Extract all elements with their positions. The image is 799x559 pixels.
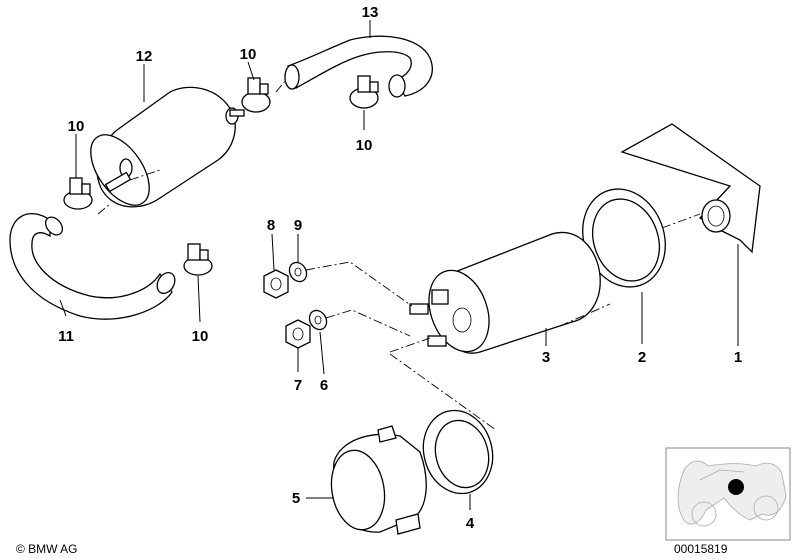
label-4: 4	[466, 515, 475, 532]
label-6: 6	[320, 377, 328, 394]
label-1: 1	[734, 349, 742, 366]
label-10-right: 10	[356, 137, 373, 154]
label-10-bottom: 10	[192, 328, 209, 345]
label-8: 8	[267, 217, 275, 234]
nut-7	[285, 319, 311, 349]
hose-clamp-10-top	[241, 77, 271, 113]
diagram-id: 00015819	[674, 542, 728, 556]
label-11: 11	[58, 328, 74, 345]
rubber-ring-2	[582, 188, 666, 288]
ring-4	[422, 409, 494, 495]
label-5: 5	[292, 490, 300, 507]
label-3: 3	[542, 349, 550, 366]
label-12: 12	[136, 48, 153, 65]
copyright-text: © BMW AG	[16, 542, 78, 556]
hose-clamp-10-left	[63, 177, 93, 210]
assembly-lines	[97, 79, 701, 431]
motorcycle-thumbnail	[665, 447, 791, 541]
label-9: 9	[294, 217, 302, 234]
washer-6	[308, 309, 328, 331]
label-10-left: 10	[68, 118, 85, 135]
fuel-filter-12	[90, 86, 245, 208]
bent-hose-13	[284, 35, 433, 98]
label-10-top: 10	[240, 46, 257, 63]
pump-sleeve-5	[330, 425, 427, 535]
hose-clamp-10-right	[349, 75, 379, 109]
fuel-pump-3	[409, 231, 601, 354]
washer-9	[288, 261, 308, 283]
leader-lines	[59, 20, 739, 510]
part-labels: 13 12 10 10 10 10 11 8 9 7 6 3 2 1 4 5	[58, 4, 742, 532]
location-marker-dot	[728, 479, 744, 495]
label-7: 7	[294, 377, 302, 394]
curved-hose-11	[9, 212, 176, 320]
bracket-1	[620, 123, 761, 254]
nut-8	[263, 269, 289, 299]
label-2: 2	[638, 349, 646, 366]
hose-clamp-10-bottom	[183, 243, 213, 276]
label-13: 13	[362, 4, 379, 21]
